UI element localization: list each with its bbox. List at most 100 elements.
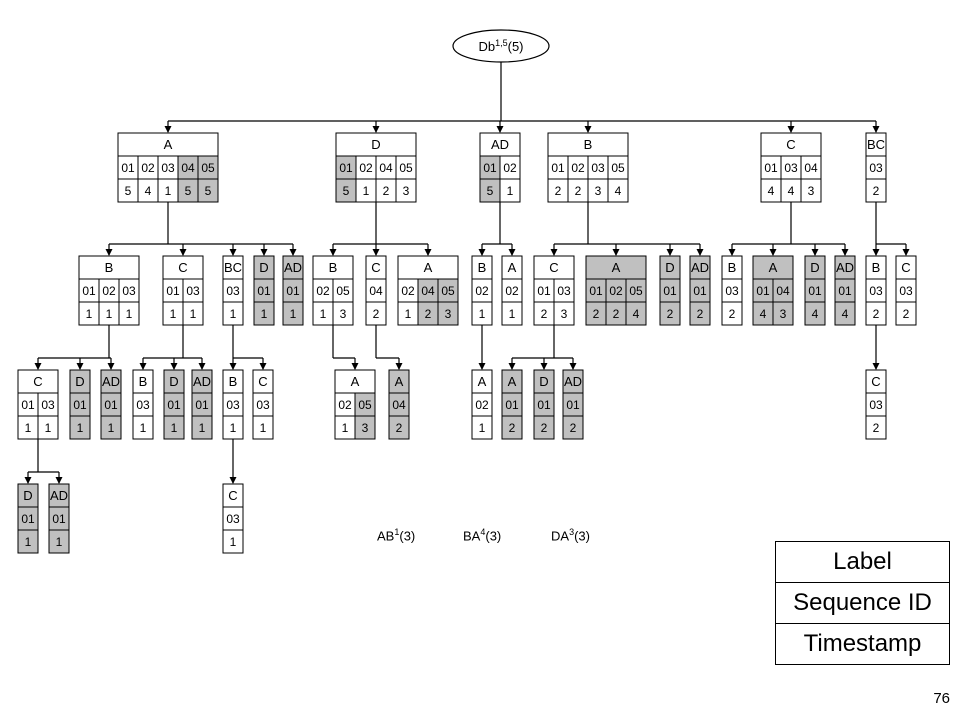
node-label-cell (865, 369, 887, 394)
timestamp: 5 (125, 184, 132, 198)
node-label-cell (659, 255, 681, 280)
arrowhead (569, 363, 577, 370)
node-label-cell (17, 483, 39, 508)
sequence-id: 01 (339, 161, 353, 175)
sequence-id: 04 (369, 284, 383, 298)
sequence-id: 01 (82, 284, 96, 298)
node-label: A (478, 374, 487, 389)
sequence-id: 02 (141, 161, 155, 175)
timestamp: 2 (873, 421, 880, 435)
node-label: C (371, 260, 380, 275)
timestamp: 4 (615, 184, 622, 198)
node-label-cell (48, 483, 70, 508)
legend-label: Label (776, 542, 949, 583)
timestamp: 2 (697, 307, 704, 321)
node-label: AD (564, 374, 582, 389)
node-label: AD (284, 260, 302, 275)
node-label-cell (397, 255, 459, 280)
sequence-id: 03 (256, 398, 270, 412)
node-label-cell (100, 369, 122, 394)
sequence-id: 01 (589, 284, 603, 298)
timestamp: 2 (593, 307, 600, 321)
sequence-id: 02 (475, 284, 489, 298)
timestamp: 1 (108, 421, 115, 435)
timestamp: 3 (808, 184, 815, 198)
sequence-id: 02 (401, 284, 415, 298)
node-label-cell (562, 369, 584, 394)
timestamp: 1 (45, 421, 52, 435)
timestamp: 4 (760, 307, 767, 321)
node-label-cell (865, 132, 887, 157)
timestamp: 3 (561, 307, 568, 321)
arrowhead (496, 126, 504, 133)
sequence-id: 01 (21, 512, 35, 526)
sequence-id: 01 (195, 398, 209, 412)
sequence-id: 01 (52, 512, 66, 526)
sequence-id: 01 (663, 284, 677, 298)
sequence-id: 01 (167, 398, 181, 412)
sequence-id: 01 (286, 284, 300, 298)
timestamp: 5 (487, 184, 494, 198)
sequence-id: 01 (537, 284, 551, 298)
timestamp: 5 (185, 184, 192, 198)
sequence-id: 01 (166, 284, 180, 298)
timestamp: 5 (343, 184, 350, 198)
sequence-id: 04 (379, 161, 393, 175)
sequence-id: 03 (869, 398, 883, 412)
node-label: C (901, 260, 910, 275)
arrowhead (478, 363, 486, 370)
node-label: B (478, 260, 487, 275)
sequence-id: 03 (186, 284, 200, 298)
timestamp: 2 (555, 184, 562, 198)
sequence-id: 05 (201, 161, 215, 175)
sequence-id: 01 (537, 398, 551, 412)
node-label: C (786, 137, 795, 152)
node-label-cell (895, 255, 917, 280)
sequence-id: 02 (609, 284, 623, 298)
arrowhead (666, 249, 674, 256)
node-label-cell (163, 369, 185, 394)
sequence-id: 03 (226, 284, 240, 298)
sequence-id: 03 (725, 284, 739, 298)
timestamp: 2 (667, 307, 674, 321)
node-label-cell (804, 255, 826, 280)
timestamp: 1 (230, 421, 237, 435)
sequence-id: 04 (421, 284, 435, 298)
arrowhead (811, 249, 819, 256)
sequence-id: 03 (41, 398, 55, 412)
sequence-id: 03 (136, 398, 150, 412)
node-label: C (258, 374, 267, 389)
timestamp: 2 (383, 184, 390, 198)
node-label: A (612, 260, 621, 275)
node-label-cell (17, 369, 59, 394)
timestamp: 1 (77, 421, 84, 435)
sequence-id: 03 (784, 161, 798, 175)
sequence-id: 01 (73, 398, 87, 412)
arrowhead (260, 249, 268, 256)
node-label-cell (471, 369, 493, 394)
timestamp: 1 (171, 421, 178, 435)
sequence-id: 02 (475, 398, 489, 412)
sequence-id: 03 (869, 284, 883, 298)
timestamp: 2 (541, 421, 548, 435)
sequence-id: 02 (503, 161, 517, 175)
timestamp: 4 (145, 184, 152, 198)
node-label-cell (501, 369, 523, 394)
sequence-id: 02 (338, 398, 352, 412)
timestamp: 4 (842, 307, 849, 321)
